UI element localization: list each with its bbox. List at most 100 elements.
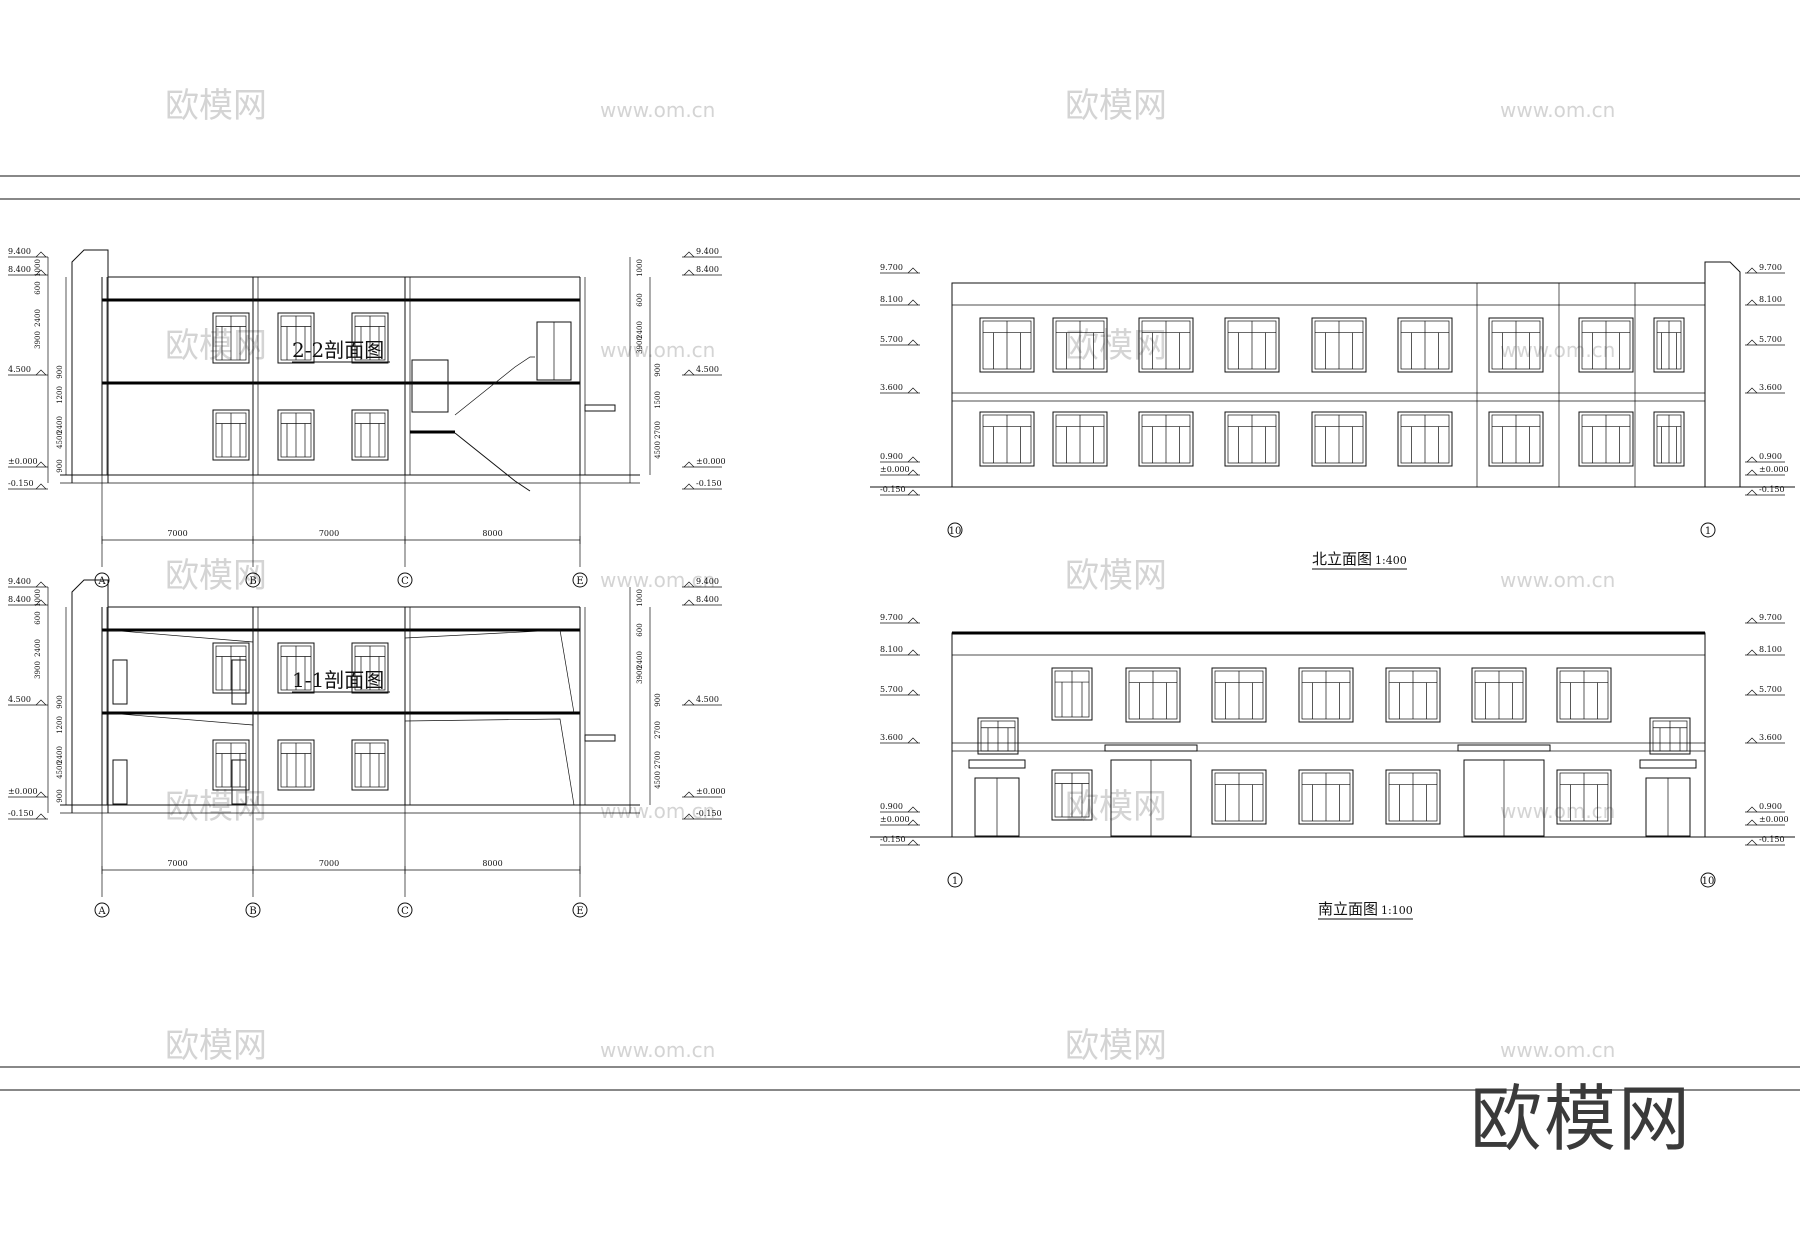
vdim: 600 xyxy=(636,293,644,306)
level-label: ±0.000 xyxy=(880,465,910,474)
vdim: 3900 xyxy=(34,661,42,679)
level-mark: 8.100 xyxy=(1745,295,1785,306)
level-label: 9.700 xyxy=(880,263,903,272)
window xyxy=(1211,769,1267,825)
window xyxy=(1471,667,1527,723)
level-mark: 3.600 xyxy=(1745,733,1785,744)
parapet xyxy=(71,579,109,813)
level-mark: -0.150 xyxy=(1745,485,1785,496)
axis-circle xyxy=(947,872,963,888)
level-mark: 8.100 xyxy=(880,645,920,656)
level-mark: 4.500 xyxy=(682,365,722,376)
axis-circle xyxy=(572,572,588,588)
vdim: 4500 xyxy=(56,431,64,449)
level-label: 4.500 xyxy=(8,695,31,704)
level-mark: 9.400 xyxy=(8,247,48,258)
level-mark: 0.900 xyxy=(880,802,920,813)
level-mark: 8.100 xyxy=(880,295,920,306)
window xyxy=(1653,317,1685,373)
vdim: 4500 xyxy=(56,761,64,779)
window xyxy=(1052,317,1108,373)
level-mark: 9.700 xyxy=(880,263,920,274)
watermark-text: 欧模网 xyxy=(165,86,267,126)
elevation-scale: 1:400 xyxy=(1375,554,1407,567)
span-dim: 8000 xyxy=(482,529,502,538)
axis-circle xyxy=(572,902,588,918)
level-mark: 8.400 xyxy=(8,595,48,606)
level-label: ±0.000 xyxy=(696,457,726,466)
level-label: 0.900 xyxy=(880,452,903,461)
level-mark: 8.400 xyxy=(682,595,722,606)
level-mark: -0.150 xyxy=(682,809,722,820)
span-dim: 7000 xyxy=(167,859,187,868)
vdim: 2400 xyxy=(34,639,42,657)
door xyxy=(112,759,128,805)
level-mark: 8.100 xyxy=(1745,645,1785,656)
watermark-text: 欧模网 xyxy=(165,556,267,596)
level-mark: 9.400 xyxy=(8,577,48,588)
window xyxy=(351,739,389,791)
level-label: 8.400 xyxy=(696,595,719,604)
level-mark: ±0.000 xyxy=(8,787,48,798)
level-label: 8.400 xyxy=(8,265,31,274)
section-title: 2-2剖面图 xyxy=(292,338,384,362)
vdim: 3900 xyxy=(34,331,42,349)
brand-logo-text: 欧模网 xyxy=(1470,1077,1693,1161)
window xyxy=(1224,317,1280,373)
level-label: -0.150 xyxy=(880,485,906,494)
watermark-text: www.om.cn xyxy=(1500,1038,1615,1062)
vdim: 600 xyxy=(636,623,644,636)
window xyxy=(1649,717,1691,755)
window xyxy=(212,312,250,364)
window xyxy=(277,642,315,694)
axis-bubble: 10 xyxy=(947,522,963,538)
level-mark: 4.500 xyxy=(682,695,722,706)
axis-circle xyxy=(245,572,261,588)
window xyxy=(1488,317,1544,373)
vdim: 1000 xyxy=(34,259,42,277)
vdim: 600 xyxy=(34,611,42,624)
axis-bubble: C xyxy=(397,572,413,588)
level-mark: 3.600 xyxy=(1745,383,1785,394)
level-label: -0.150 xyxy=(696,479,722,488)
level-mark: 8.400 xyxy=(8,265,48,276)
level-mark: ±0.000 xyxy=(1745,815,1789,826)
axis-label: B xyxy=(249,906,256,917)
window xyxy=(212,642,250,694)
level-label: -0.150 xyxy=(1759,835,1785,844)
axis-bubble: E xyxy=(572,572,588,588)
vdim: 3900 xyxy=(636,336,644,354)
window xyxy=(979,317,1035,373)
floor-slope xyxy=(107,712,575,806)
axis-label: 1 xyxy=(952,876,958,887)
axis-bubble: A xyxy=(94,902,110,918)
vdim: 3900 xyxy=(636,666,644,684)
level-mark: 5.700 xyxy=(1745,685,1785,696)
axis-circle xyxy=(94,902,110,918)
level-label: 5.700 xyxy=(1759,335,1782,344)
facade xyxy=(951,282,1706,488)
watermark-text: www.om.cn xyxy=(1500,568,1615,592)
axis-circle xyxy=(397,572,413,588)
window xyxy=(351,642,389,694)
level-label: ±0.000 xyxy=(1759,465,1789,474)
axis-bubble: B xyxy=(245,572,261,588)
vdim: 1000 xyxy=(34,589,42,607)
level-mark: 9.400 xyxy=(682,247,722,258)
window xyxy=(1578,411,1634,467)
stair-upper xyxy=(454,356,535,416)
axis-label: C xyxy=(401,906,409,917)
span-dim: 7000 xyxy=(319,859,339,868)
axis-bubble: C xyxy=(397,902,413,918)
axis-circle xyxy=(1700,522,1716,538)
level-mark: 5.700 xyxy=(880,335,920,346)
level-label: 9.700 xyxy=(1759,613,1782,622)
window xyxy=(1211,667,1267,723)
level-label: 9.400 xyxy=(696,247,719,256)
level-label: 9.700 xyxy=(880,613,903,622)
window xyxy=(277,409,315,461)
level-label: 9.400 xyxy=(8,247,31,256)
